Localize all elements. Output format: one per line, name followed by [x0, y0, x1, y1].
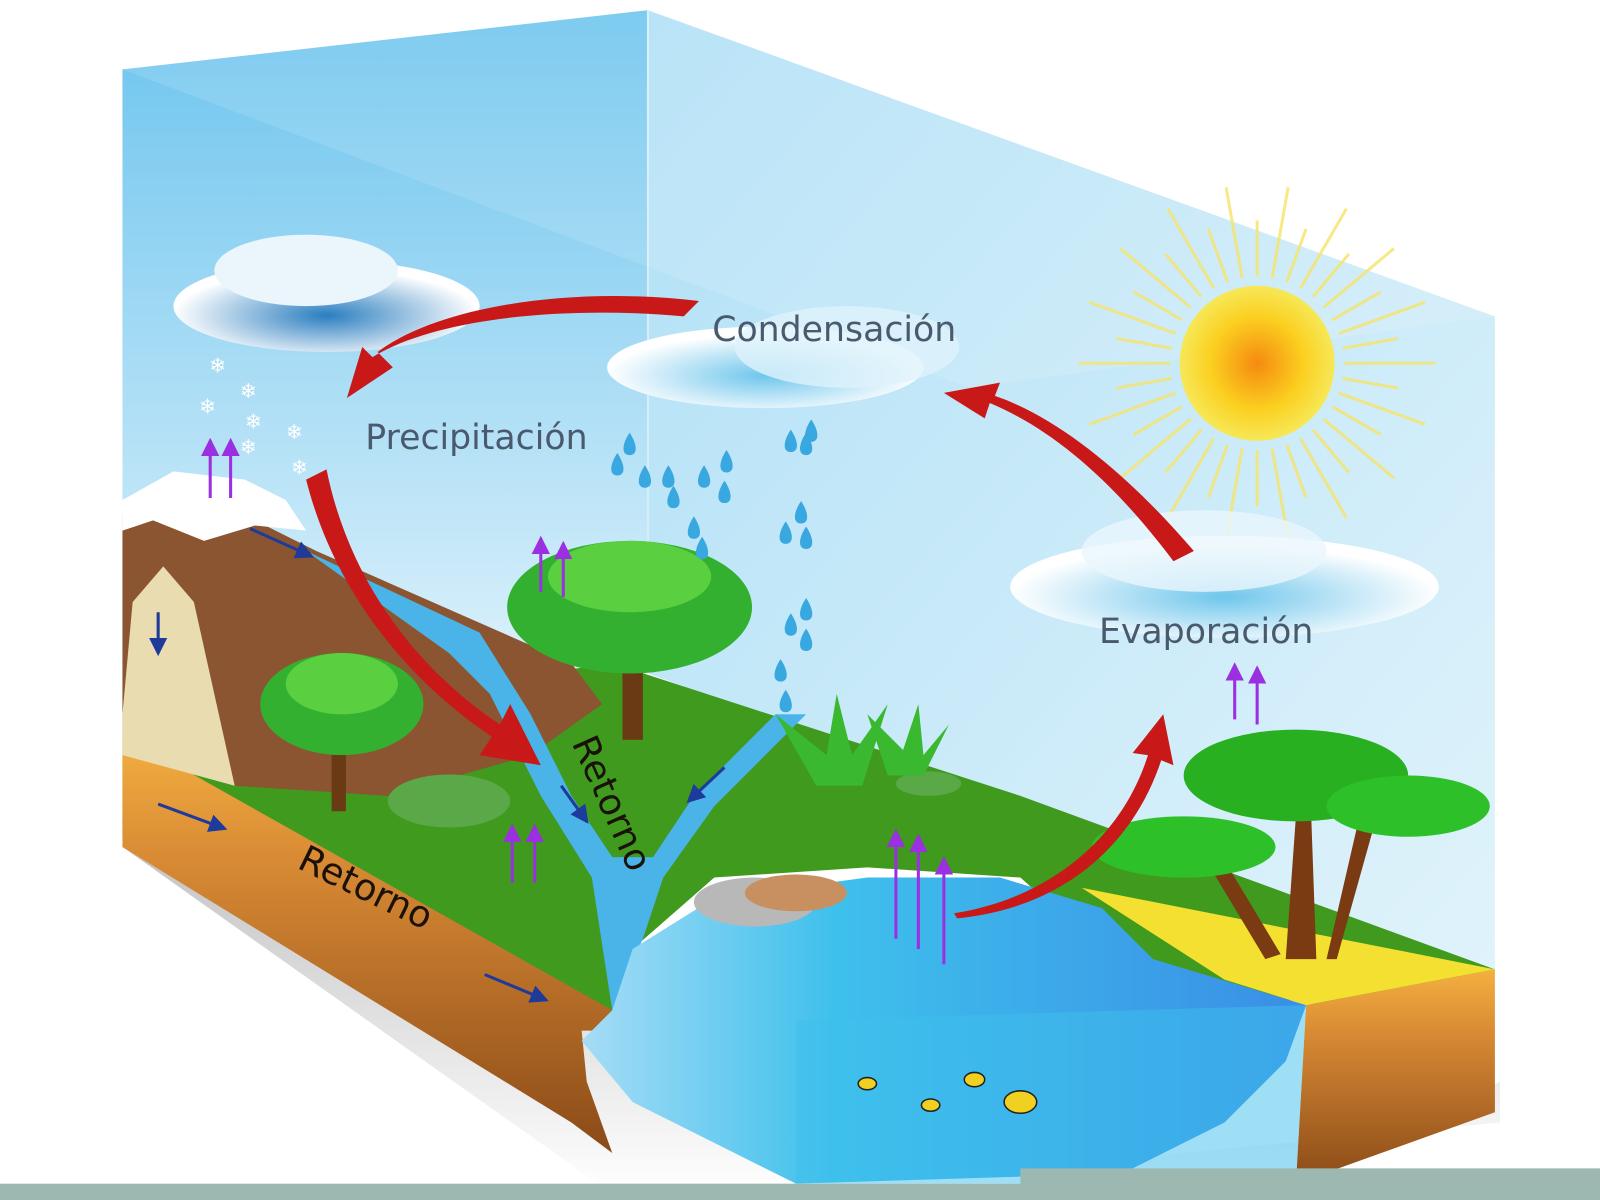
- footer-bar: [0, 1183, 1600, 1200]
- cloud-dark: [173, 234, 480, 353]
- plants: [775, 693, 949, 786]
- sun-ray: [1132, 290, 1183, 322]
- fish: [857, 1071, 1038, 1115]
- raindrop: [800, 432, 813, 456]
- sun-ray: [1132, 405, 1183, 437]
- svg-text:❄: ❄: [240, 379, 257, 403]
- raindrop: [638, 465, 652, 488]
- drop-shadow: [122, 846, 1501, 1194]
- raindrop: [794, 501, 808, 524]
- sun-ray: [1206, 444, 1229, 499]
- sun-ray: [1088, 300, 1177, 336]
- soil-front-left: [122, 734, 633, 1154]
- raindrop: [800, 597, 813, 621]
- raindrop: [697, 465, 711, 488]
- arrow-evaporation-to-condensation: [943, 382, 1194, 562]
- footer-bar-step: [1020, 1168, 1600, 1185]
- raindrop: [718, 480, 731, 504]
- raindrop: [774, 659, 787, 682]
- snowflakes: ❄❄❄ ❄❄❄❄: [199, 353, 308, 479]
- raindrop: [687, 516, 700, 539]
- raindrop: [800, 526, 813, 549]
- sun-ray: [1311, 428, 1351, 474]
- sun-ray: [1331, 405, 1382, 437]
- raindrop: [779, 521, 792, 544]
- sun-ray: [1331, 290, 1382, 322]
- sun-ray: [1285, 444, 1308, 499]
- raindrop: [623, 432, 636, 456]
- sun-ray: [1166, 437, 1216, 519]
- flow-arrows: [148, 527, 726, 1003]
- raindrop: [695, 536, 709, 560]
- sun-ray: [1206, 228, 1229, 283]
- sun-ray: [1342, 376, 1399, 390]
- arrow-lake-to-evaporation: [954, 714, 1174, 919]
- cloud-evaporation: [1010, 510, 1439, 638]
- arrow-condensation-to-precipitation: [346, 295, 699, 398]
- bush: [387, 774, 511, 828]
- cave: [122, 566, 235, 786]
- svg-text:❄: ❄: [291, 455, 308, 479]
- label-evaporation: Evaporación: [1099, 612, 1313, 652]
- svg-text:❄: ❄: [240, 435, 257, 459]
- sun-ray: [1285, 228, 1308, 283]
- cycle-arrows: [306, 295, 1194, 919]
- raindrop: [784, 429, 797, 453]
- sun-ray: [1342, 336, 1399, 350]
- river: [306, 551, 807, 1011]
- sun-ray: [1322, 247, 1395, 309]
- svg-text:❄: ❄: [209, 353, 226, 377]
- sun-ray: [1088, 391, 1177, 426]
- sun-ray: [1119, 247, 1192, 309]
- palm-trees: [1091, 729, 1490, 979]
- sun-ray: [1322, 417, 1395, 480]
- tree-large: [507, 540, 753, 740]
- raindrop: [667, 485, 680, 509]
- tree-small: [260, 653, 424, 812]
- raindrop: [720, 450, 733, 473]
- snow-cap: [122, 471, 307, 541]
- sun-ray: [1164, 252, 1203, 298]
- svg-text:❄: ❄: [199, 394, 216, 418]
- svg-text:❄: ❄: [245, 410, 262, 434]
- soil-front-right: [1295, 969, 1495, 1184]
- sun-ray: [1116, 336, 1172, 350]
- raindrop: [800, 628, 813, 652]
- vapor-arrows: [201, 437, 1267, 965]
- raindrops: [611, 419, 818, 713]
- rock: [744, 874, 847, 912]
- sun-ray: [1299, 207, 1348, 289]
- bush: [895, 771, 962, 796]
- raindrop: [662, 465, 675, 488]
- cloud-condensation: [607, 306, 960, 409]
- raindrop: [784, 613, 797, 636]
- sun-ray: [1119, 417, 1192, 480]
- sun-ray: [1338, 300, 1426, 336]
- sun-ray: [1164, 428, 1203, 474]
- sun-ray: [1338, 391, 1426, 426]
- raindrop: [779, 689, 792, 713]
- raindrop: [611, 453, 624, 476]
- sun-icon: [1078, 187, 1436, 540]
- sun-ray: [1299, 437, 1348, 519]
- sun-ray: [1311, 252, 1351, 298]
- label-condensation: Condensación: [712, 310, 956, 350]
- water-front-face: [795, 1005, 1307, 1184]
- sun-ray: [1166, 207, 1216, 289]
- box-top-face: [122, 10, 1495, 388]
- arrow-precipitation-to-ground: [306, 469, 541, 766]
- svg-text:❄: ❄: [286, 420, 303, 444]
- sun-ray: [1270, 187, 1290, 279]
- label-precipitation: Precipitación: [365, 418, 587, 458]
- sun-ray: [1224, 187, 1244, 279]
- sun-ray: [1116, 376, 1172, 390]
